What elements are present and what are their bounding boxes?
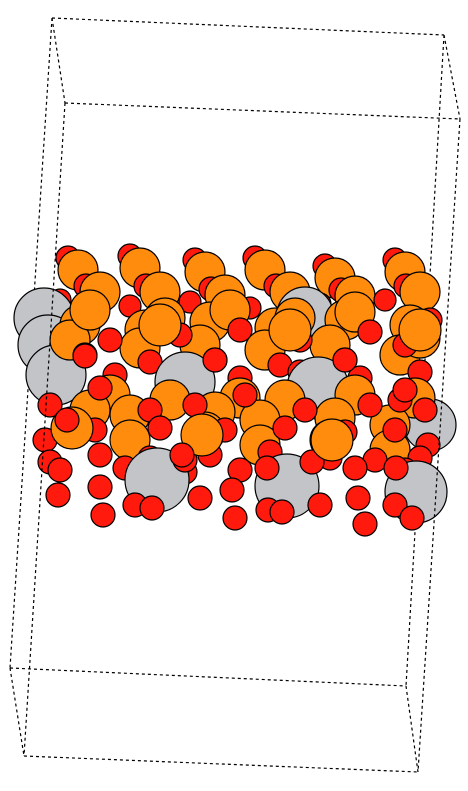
red-atom	[90, 502, 116, 528]
orange-atom	[138, 303, 182, 347]
red-atom	[169, 442, 195, 468]
cell-edge-top-back	[51, 17, 445, 36]
orange-atom	[69, 289, 111, 331]
red-atom	[357, 319, 383, 345]
red-atom	[392, 377, 418, 403]
unit-cell-front-edges	[9, 102, 461, 773]
red-atom	[54, 407, 80, 433]
atom-layer	[13, 243, 457, 537]
orange-atom	[310, 418, 354, 462]
cell-edge-top-right	[443, 34, 461, 120]
red-atom	[227, 317, 253, 343]
red-atom	[182, 392, 208, 418]
cell-edge-top-front	[64, 102, 461, 120]
cell-edge-vertical-front-right	[417, 118, 461, 773]
red-atom	[45, 482, 71, 508]
red-atom	[97, 327, 123, 353]
red-atom	[87, 375, 113, 401]
cell-edge-bottom-front	[23, 755, 419, 773]
red-atom	[272, 415, 298, 441]
red-atom	[383, 455, 409, 481]
cell-edge-top-left	[51, 17, 66, 104]
red-atom	[382, 417, 408, 443]
red-atom	[373, 288, 397, 312]
red-atom	[345, 485, 371, 511]
red-atom	[37, 392, 63, 418]
red-atom	[232, 382, 258, 408]
red-atom	[412, 397, 438, 423]
red-atom	[382, 492, 408, 518]
red-atom	[332, 347, 358, 373]
red-atom	[87, 474, 113, 500]
orange-atom	[268, 308, 312, 352]
red-atom	[307, 492, 333, 518]
red-atom	[269, 499, 295, 525]
red-atom	[254, 455, 280, 481]
red-atom	[147, 415, 173, 441]
red-atom	[139, 495, 165, 521]
red-atom	[292, 397, 318, 423]
red-atom	[222, 505, 248, 531]
orange-atom	[180, 413, 224, 457]
cell-edge-bottom-right	[405, 685, 419, 773]
cell-edge-bottom-left	[9, 667, 25, 757]
orange-atom	[398, 308, 442, 352]
red-atom	[47, 457, 73, 483]
red-atom	[342, 455, 368, 481]
red-atom	[202, 347, 228, 373]
cell-edge-vertical-front-left	[23, 102, 66, 757]
red-atom	[399, 505, 425, 531]
red-atom	[219, 477, 245, 503]
red-atom	[187, 485, 213, 511]
red-atom	[352, 511, 378, 537]
red-atom	[87, 442, 113, 468]
cell-edge-bottom-back	[9, 667, 407, 687]
red-atom	[357, 392, 383, 418]
red-atom	[72, 343, 98, 369]
